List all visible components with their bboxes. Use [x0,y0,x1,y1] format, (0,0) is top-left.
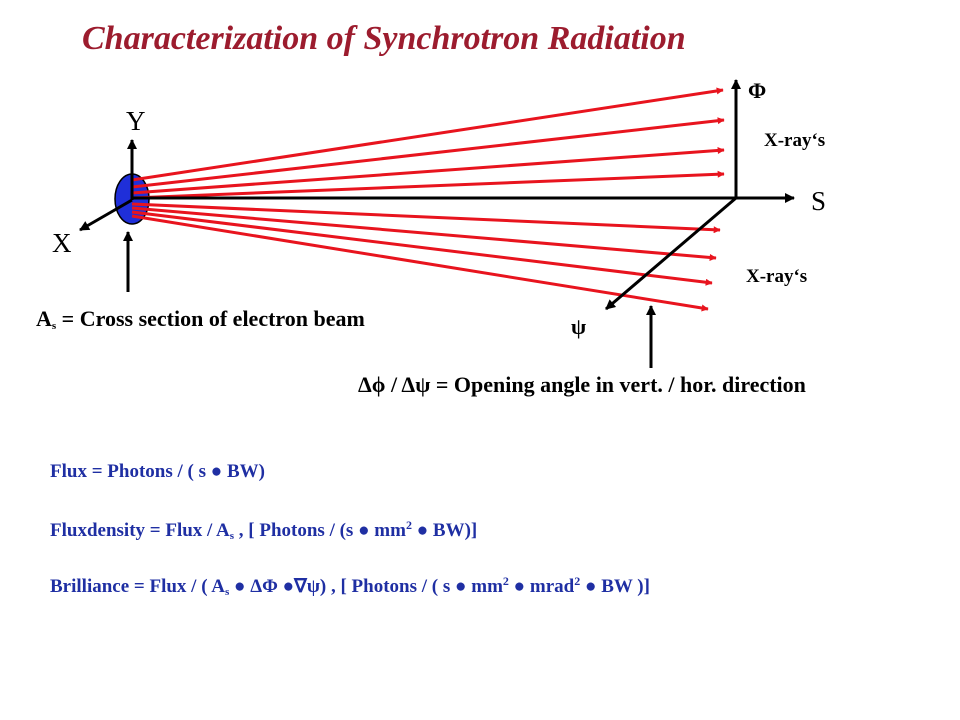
page-title: Characterization of Synchrotron Radiatio… [82,20,686,57]
xray-ray [131,170,725,200]
observation-axes [605,79,795,311]
fluxdensity-formula: Fluxdensity = Flux / As , [ Photons / (s… [50,518,477,542]
xray-ray [131,210,713,286]
brilliance-formula: Brilliance = Flux / ( As ● ΔΦ ●∇ψ) , [ P… [50,574,650,598]
psi-axis-arrow [605,196,737,311]
beam-label-symbol: A [36,306,52,331]
xrays-lower-label: X-ray‘s [746,266,808,287]
s-axis-label: S [811,186,827,216]
brilliance-part-a: Brilliance = Flux / ( A [50,576,225,597]
psi-axis-label: ψ [571,314,587,339]
x-axis-arrow [79,198,133,232]
brilliance-part-b: ● ΔΦ ●∇ψ) , [ Photons / ( s ● mm [229,576,503,597]
fluxdensity-part-b: , [ Photons / (s ● mm [234,520,406,541]
fluxdensity-superscript: 2 [405,518,412,532]
brilliance-subscript: s [224,586,230,598]
phi-axis-label: Φ [748,78,767,103]
xray-ray [131,206,717,261]
beam-cross-section-label: As = Cross section of electron beam [36,306,365,332]
brilliance-part-d: ● BW )] [580,576,650,597]
opening-angle-label: Δϕ / Δψ = Opening angle in vert. / hor. … [358,372,806,397]
pointer-arrows [123,231,656,368]
beam-label-text: = Cross section of electron beam [56,306,365,331]
xrays-upper-label: X-ray‘s [764,130,826,151]
fluxdensity-part-a: Fluxdensity = Flux / A [50,520,230,541]
beam-label-subscript: s [51,320,57,332]
xray-ray [131,117,725,189]
xray-ray [131,146,725,195]
xray-ray [131,202,721,234]
flux-formula: Flux = Photons / ( s ● BW) [50,461,265,482]
fluxdensity-part-c: ● BW)] [411,520,478,541]
x-axis-label: X [52,228,72,258]
fluxdensity-subscript: s [229,530,235,542]
source-axes [79,139,736,232]
y-axis-label: Y [126,106,146,136]
brilliance-superscript-mrad: 2 [574,574,581,588]
xray-ray [131,214,709,312]
brilliance-superscript-mm: 2 [502,574,509,588]
xray-fan [131,87,725,312]
brilliance-part-c: ● mrad [508,576,575,597]
xray-ray [131,87,724,182]
